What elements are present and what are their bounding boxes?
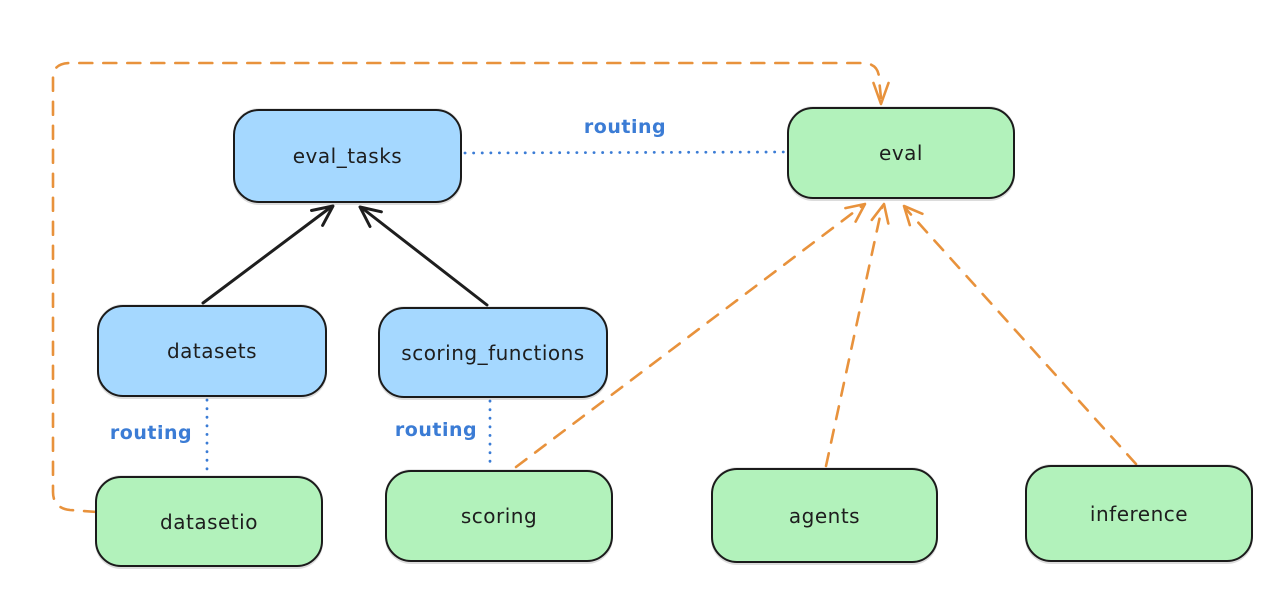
edge-eval-tasks-to-eval-routing bbox=[463, 150, 787, 155]
node-inference: inference bbox=[1025, 465, 1253, 562]
node-eval: eval bbox=[787, 107, 1015, 199]
node-scoring: scoring bbox=[385, 470, 613, 562]
routing-label-top: routing bbox=[583, 116, 667, 138]
node-agents: agents bbox=[711, 468, 938, 563]
routing-label-datasets: routing bbox=[109, 422, 193, 444]
edge-agents-to-eval bbox=[824, 202, 890, 468]
routing-label-scoring: routing bbox=[394, 419, 478, 441]
edge-scoring-functions-to-eval-tasks bbox=[358, 205, 489, 307]
node-scoring-functions: scoring_functions bbox=[378, 307, 608, 398]
edge-datasetio-to-eval bbox=[51, 61, 890, 514]
node-datasetio: datasetio bbox=[95, 476, 323, 567]
node-eval-tasks: eval_tasks bbox=[233, 109, 462, 203]
edge-datasets-to-eval-tasks bbox=[201, 204, 335, 305]
node-datasets: datasets bbox=[97, 305, 327, 397]
edge-inference-to-eval bbox=[902, 204, 1138, 466]
